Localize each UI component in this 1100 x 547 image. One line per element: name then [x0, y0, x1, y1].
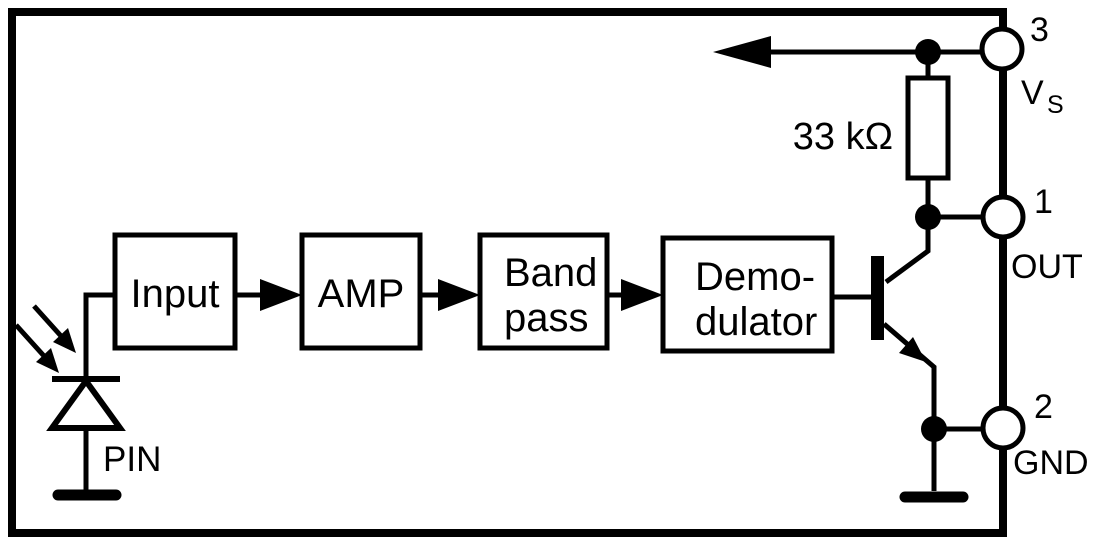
- pin-2-gnd-terminal: 2 GND: [980, 388, 1089, 482]
- input-block-label: Input: [131, 272, 220, 316]
- pin-gnd-name: GND: [1013, 444, 1089, 482]
- vs-internal-supply-arrow: [713, 36, 983, 68]
- signal-arrow-input-to-amp: [235, 279, 302, 311]
- pin-circle-icon: [980, 405, 1026, 451]
- amp-block-label: AMP: [318, 272, 405, 316]
- pin-3-number: 3: [1030, 11, 1049, 49]
- resistor-value-label: 33 kΩ: [793, 116, 893, 158]
- signal-arrowhead-icon: [260, 279, 302, 311]
- amp-block-box: [299, 232, 423, 351]
- band-pass-label-line2: pass: [504, 296, 589, 340]
- pin-circle-icon: [979, 26, 1025, 72]
- demodulator-label-line1: Demo-: [695, 255, 815, 299]
- pin-3-vs-terminal: 3 V S: [979, 11, 1064, 119]
- block-amp: AMP: [299, 232, 423, 351]
- demodulator-block-box: [660, 235, 835, 354]
- npn-transistor: [871, 218, 937, 430]
- input-block-box: [112, 232, 238, 351]
- signal-arrow-amp-to-bandpass: [420, 279, 480, 311]
- pin-vs-name: V: [1021, 74, 1044, 112]
- module-outline: [8, 8, 1007, 537]
- junction-dot: [921, 416, 947, 442]
- signal-arrowhead-icon: [438, 279, 480, 311]
- block-demodulator: Demo- dulator: [660, 235, 835, 354]
- incident-light-arrows: [14, 304, 76, 373]
- signal-arrow-bandpass-to-demodulator: [607, 279, 663, 311]
- block-input: Input: [112, 232, 238, 351]
- signal-arrowhead-icon: [621, 279, 663, 311]
- block-band-pass: Band pass: [477, 232, 610, 351]
- pullup-resistor: 33 kΩ: [793, 52, 951, 218]
- light-ray-line: [14, 323, 46, 358]
- photodiode-to-input-wire: [83, 292, 115, 379]
- emitter-arrowhead-icon: [899, 337, 926, 362]
- band-pass-label-line1: Band: [504, 251, 597, 295]
- light-ray-line: [32, 304, 63, 338]
- pin-out-name: OUT: [1011, 248, 1083, 286]
- photodiode-anode-triangle: [46, 375, 126, 431]
- emitter-wire: [882, 322, 937, 430]
- pin-1-number: 1: [1034, 183, 1053, 221]
- light-ray-arrowhead-icon: [53, 328, 76, 353]
- resistor-body: [905, 75, 951, 181]
- photodiode-label: PIN: [103, 440, 161, 479]
- pin-2-number: 2: [1034, 388, 1053, 426]
- pin-vs-name-subscript: S: [1047, 91, 1064, 119]
- band-pass-block-box: [477, 232, 610, 351]
- supply-arrowhead-icon: [713, 36, 771, 68]
- pin-circle-icon: [980, 194, 1026, 240]
- junction-dot: [915, 204, 941, 230]
- photodiode-symbol: [46, 292, 126, 501]
- junction-dot: [915, 39, 941, 65]
- pin-1-out-terminal: 1 OUT: [980, 183, 1083, 286]
- transistor-base-bar: [871, 256, 884, 340]
- light-ray-arrowhead-icon: [36, 348, 59, 373]
- demodulator-label-line2: dulator: [695, 300, 817, 344]
